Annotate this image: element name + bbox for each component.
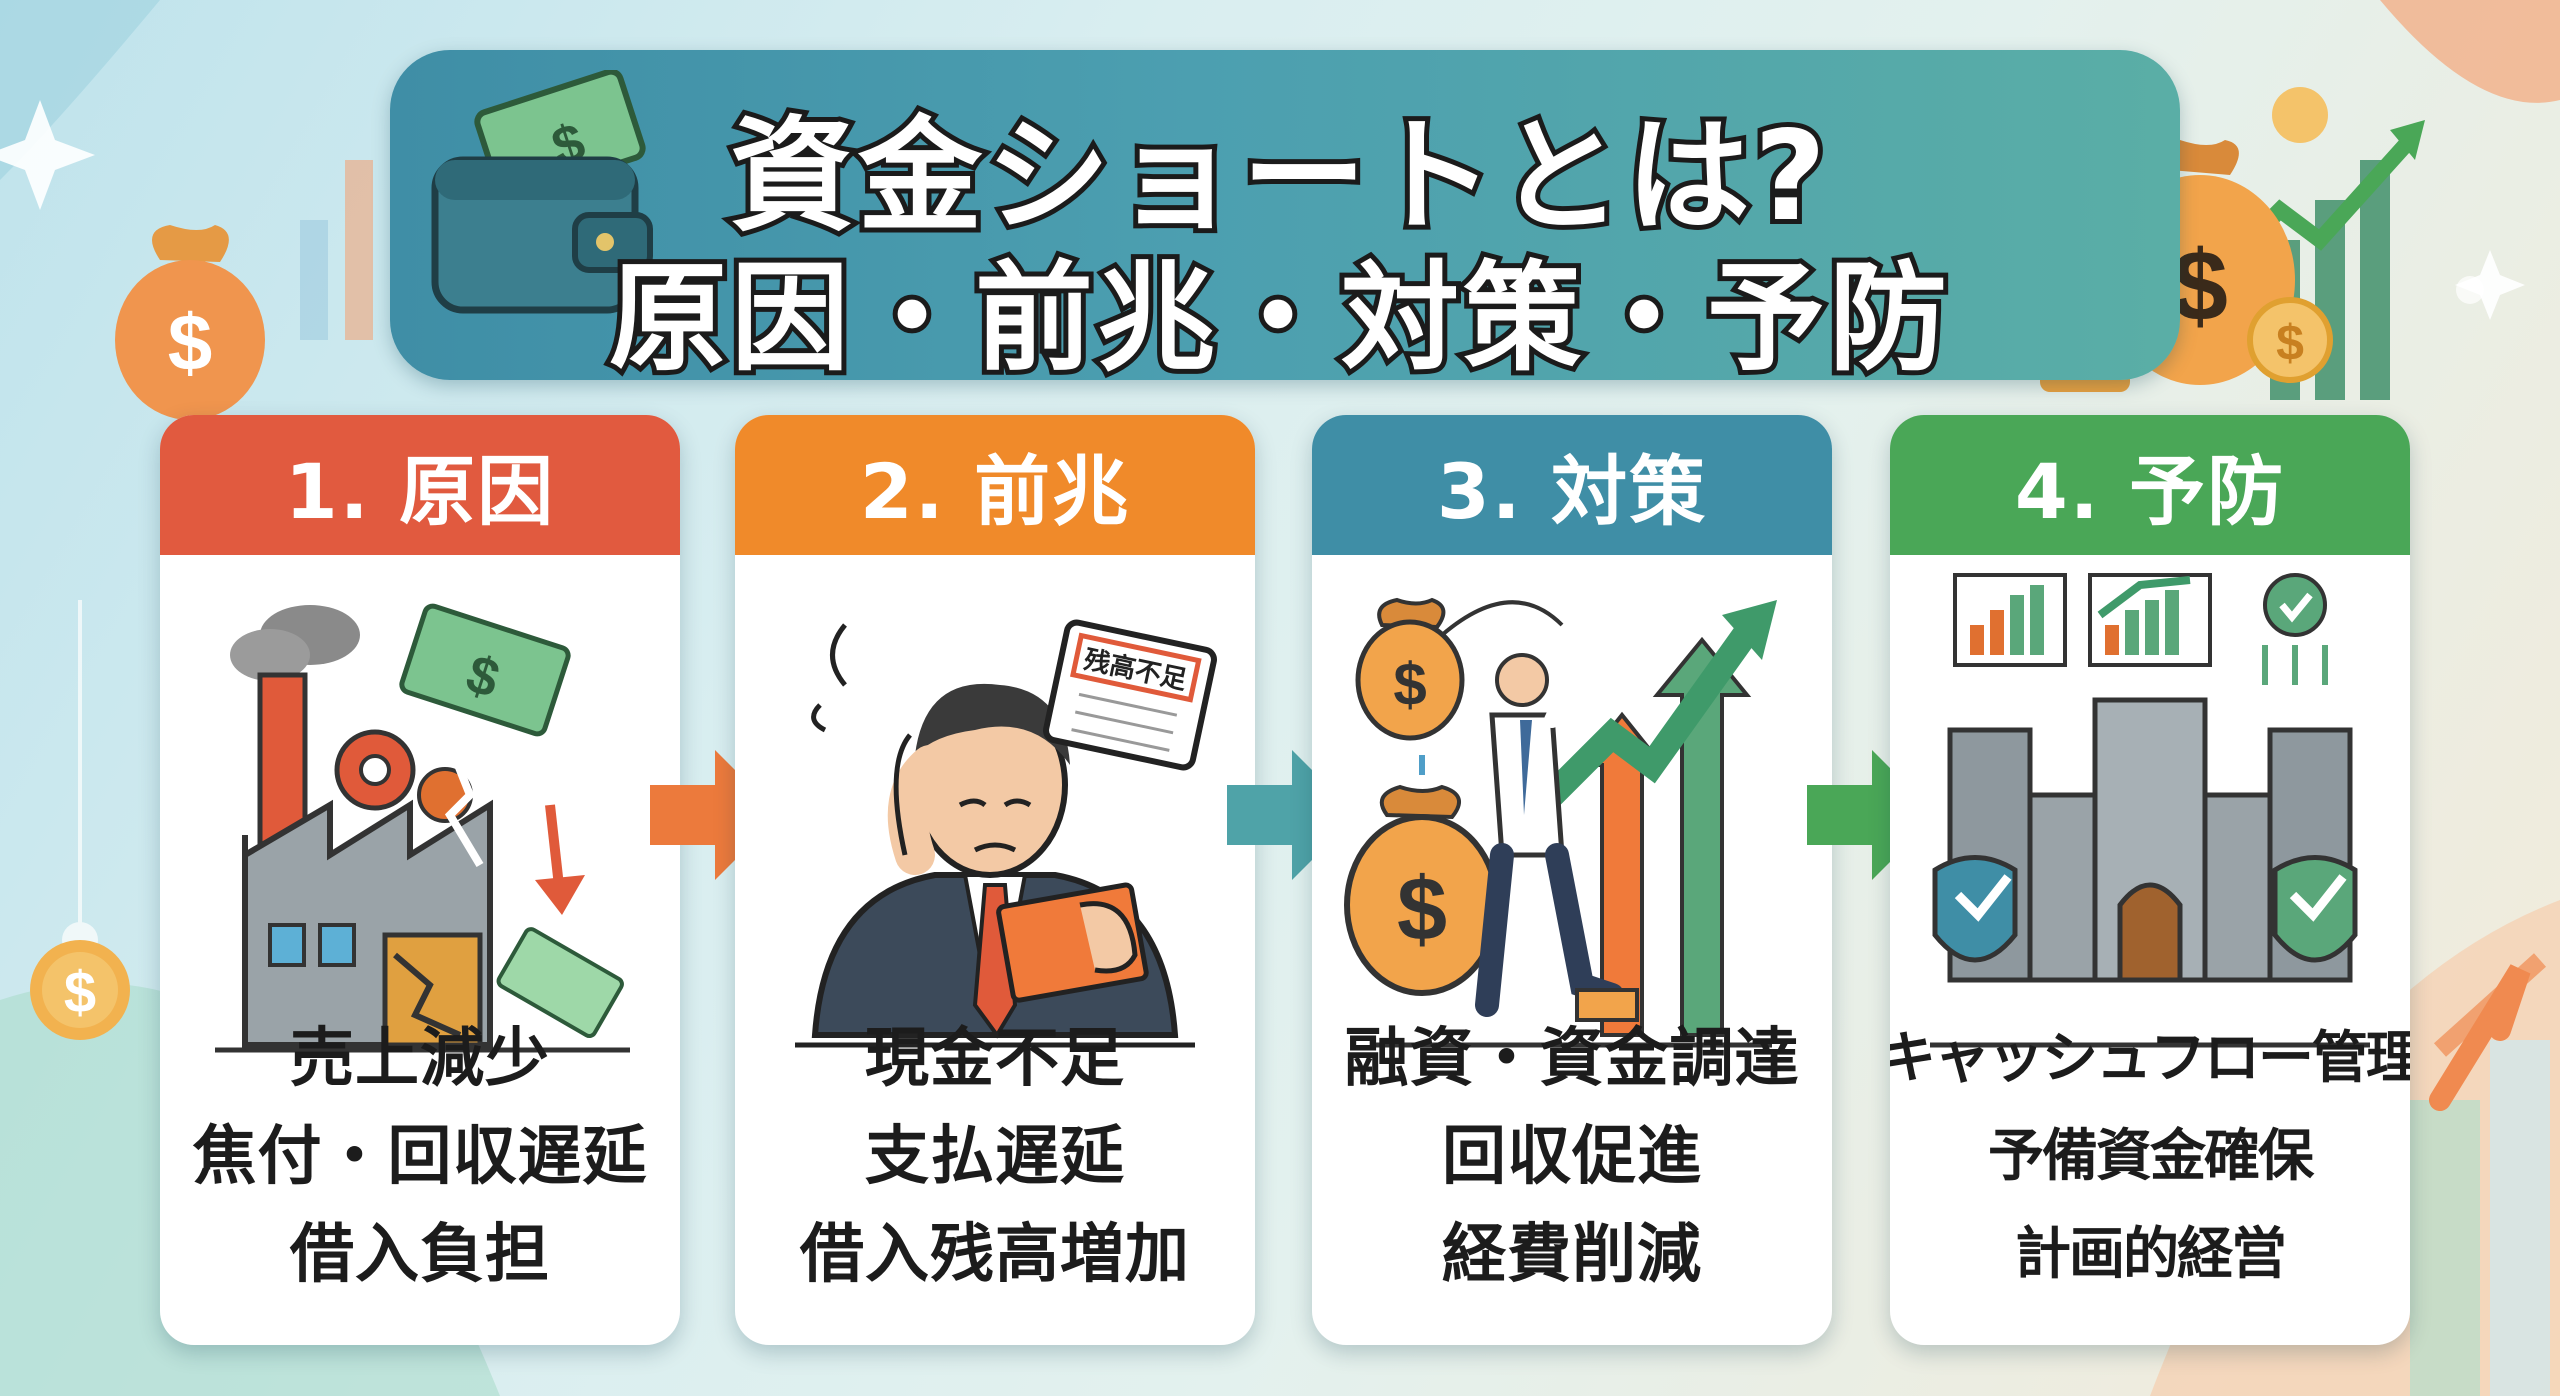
list-item: 計画的経営 (2015, 1222, 2287, 1287)
card-sign-items: 現金不足 支払遅延 借入残高増加 (735, 1010, 1255, 1304)
card-sign-heading: 2. 前兆 (735, 415, 1255, 555)
card-prevention-heading: 4. 予防 (1890, 415, 2410, 555)
card-cause-items: 売上減少 焦付・回収遅延 借入負担 (160, 1010, 680, 1304)
factory-icon: $ (215, 603, 630, 1053)
page-subtitle: 原因・前兆・対策・予防 (604, 244, 1952, 392)
worried-businessman-icon: 残高不足 (795, 619, 1217, 1048)
card-cause-heading: 1. 原因 (160, 415, 680, 555)
svg-text:$: $ (1397, 860, 1447, 960)
svg-text:$: $ (1393, 651, 1426, 718)
card-sign: 2. 前兆 残高不足 現金不足 支払遅延 借入残高増加 (735, 415, 1255, 1345)
list-item: キャッシュフロー管理 (1890, 1026, 2410, 1091)
list-item: 回収促進 (1442, 1120, 1702, 1194)
list-item: 借入負担 (290, 1218, 550, 1292)
card-prevention-items: キャッシュフロー管理 予備資金確保 計画的経営 (1890, 1010, 2410, 1304)
card-measure-items: 融資・資金調達 回収促進 経費削減 (1312, 1010, 1832, 1304)
svg-text:$: $ (64, 960, 96, 1025)
list-item: 現金不足 (865, 1022, 1125, 1096)
list-item: 融資・資金調達 (1344, 1022, 1800, 1096)
card-measure-heading: 3. 対策 (1312, 415, 1832, 555)
card-measure: 3. 対策 $ $ 融資・資金調達 回収促進 経費削減 (1312, 415, 1832, 1345)
list-item: 売上減少 (290, 1022, 550, 1096)
title-banner (390, 50, 2180, 380)
page-title: 資金ショートとは? (725, 100, 1831, 254)
list-item: 経費削減 (1442, 1218, 1702, 1292)
list-item: 予備資金確保 (1988, 1124, 2314, 1189)
list-item: 焦付・回収遅延 (192, 1120, 648, 1194)
card-prevention: 4. 予防 キャッシュフロー管理 予備資金確保 計画的経営 (1890, 415, 2410, 1345)
wallet-icon: $ (431, 70, 653, 314)
card-cause: 1. 原因 $ 売上減少 焦付・回収遅延 借入負担 (160, 415, 680, 1345)
list-item: 支払遅延 (865, 1120, 1125, 1194)
castle-shield-icon (1930, 573, 2370, 1048)
fundraising-icon: $ $ (1344, 597, 1777, 1048)
list-item: 借入残高増加 (800, 1218, 1190, 1292)
